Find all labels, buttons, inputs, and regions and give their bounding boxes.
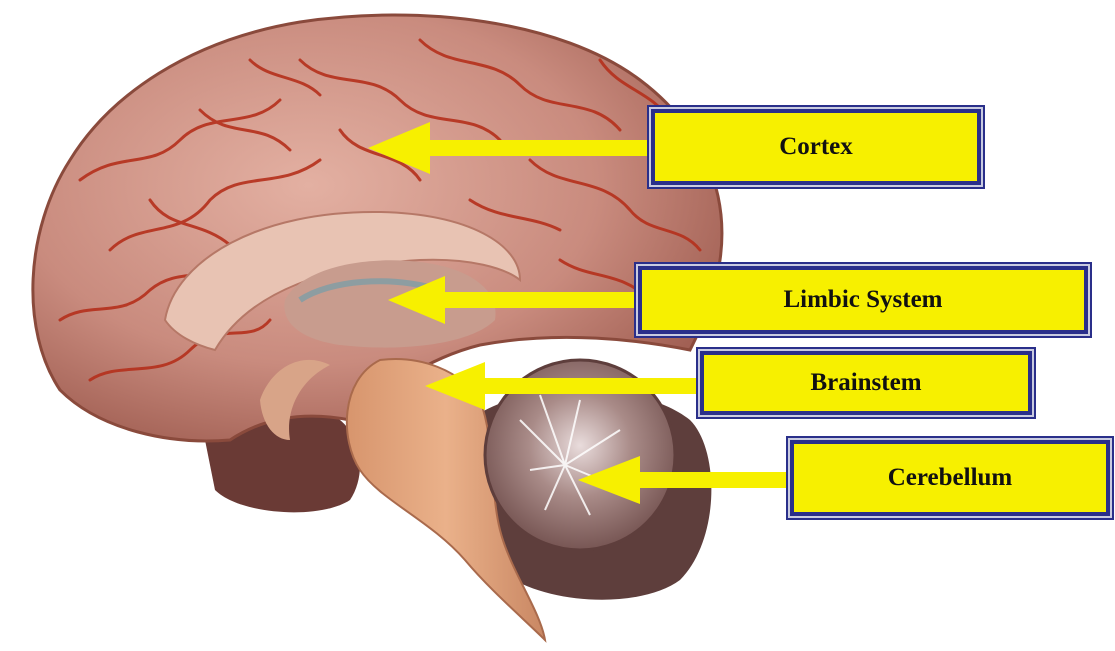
label-cerebellum: Cerebellum [792,442,1108,514]
cerebellum-arrow-icon [578,456,795,504]
label-cortex-text: Cortex [779,133,853,161]
label-cortex: Cortex [653,111,979,183]
label-limbic-system: Limbic System [640,268,1086,332]
label-cerebellum-text: Cerebellum [888,464,1013,492]
label-limbic-text: Limbic System [783,286,942,314]
limbic-arrow-icon [388,276,642,324]
label-brainstem: Brainstem [702,353,1030,413]
cortex-arrow-icon [368,122,655,174]
label-brainstem-text: Brainstem [810,369,921,397]
brainstem-arrow-icon [425,362,705,410]
